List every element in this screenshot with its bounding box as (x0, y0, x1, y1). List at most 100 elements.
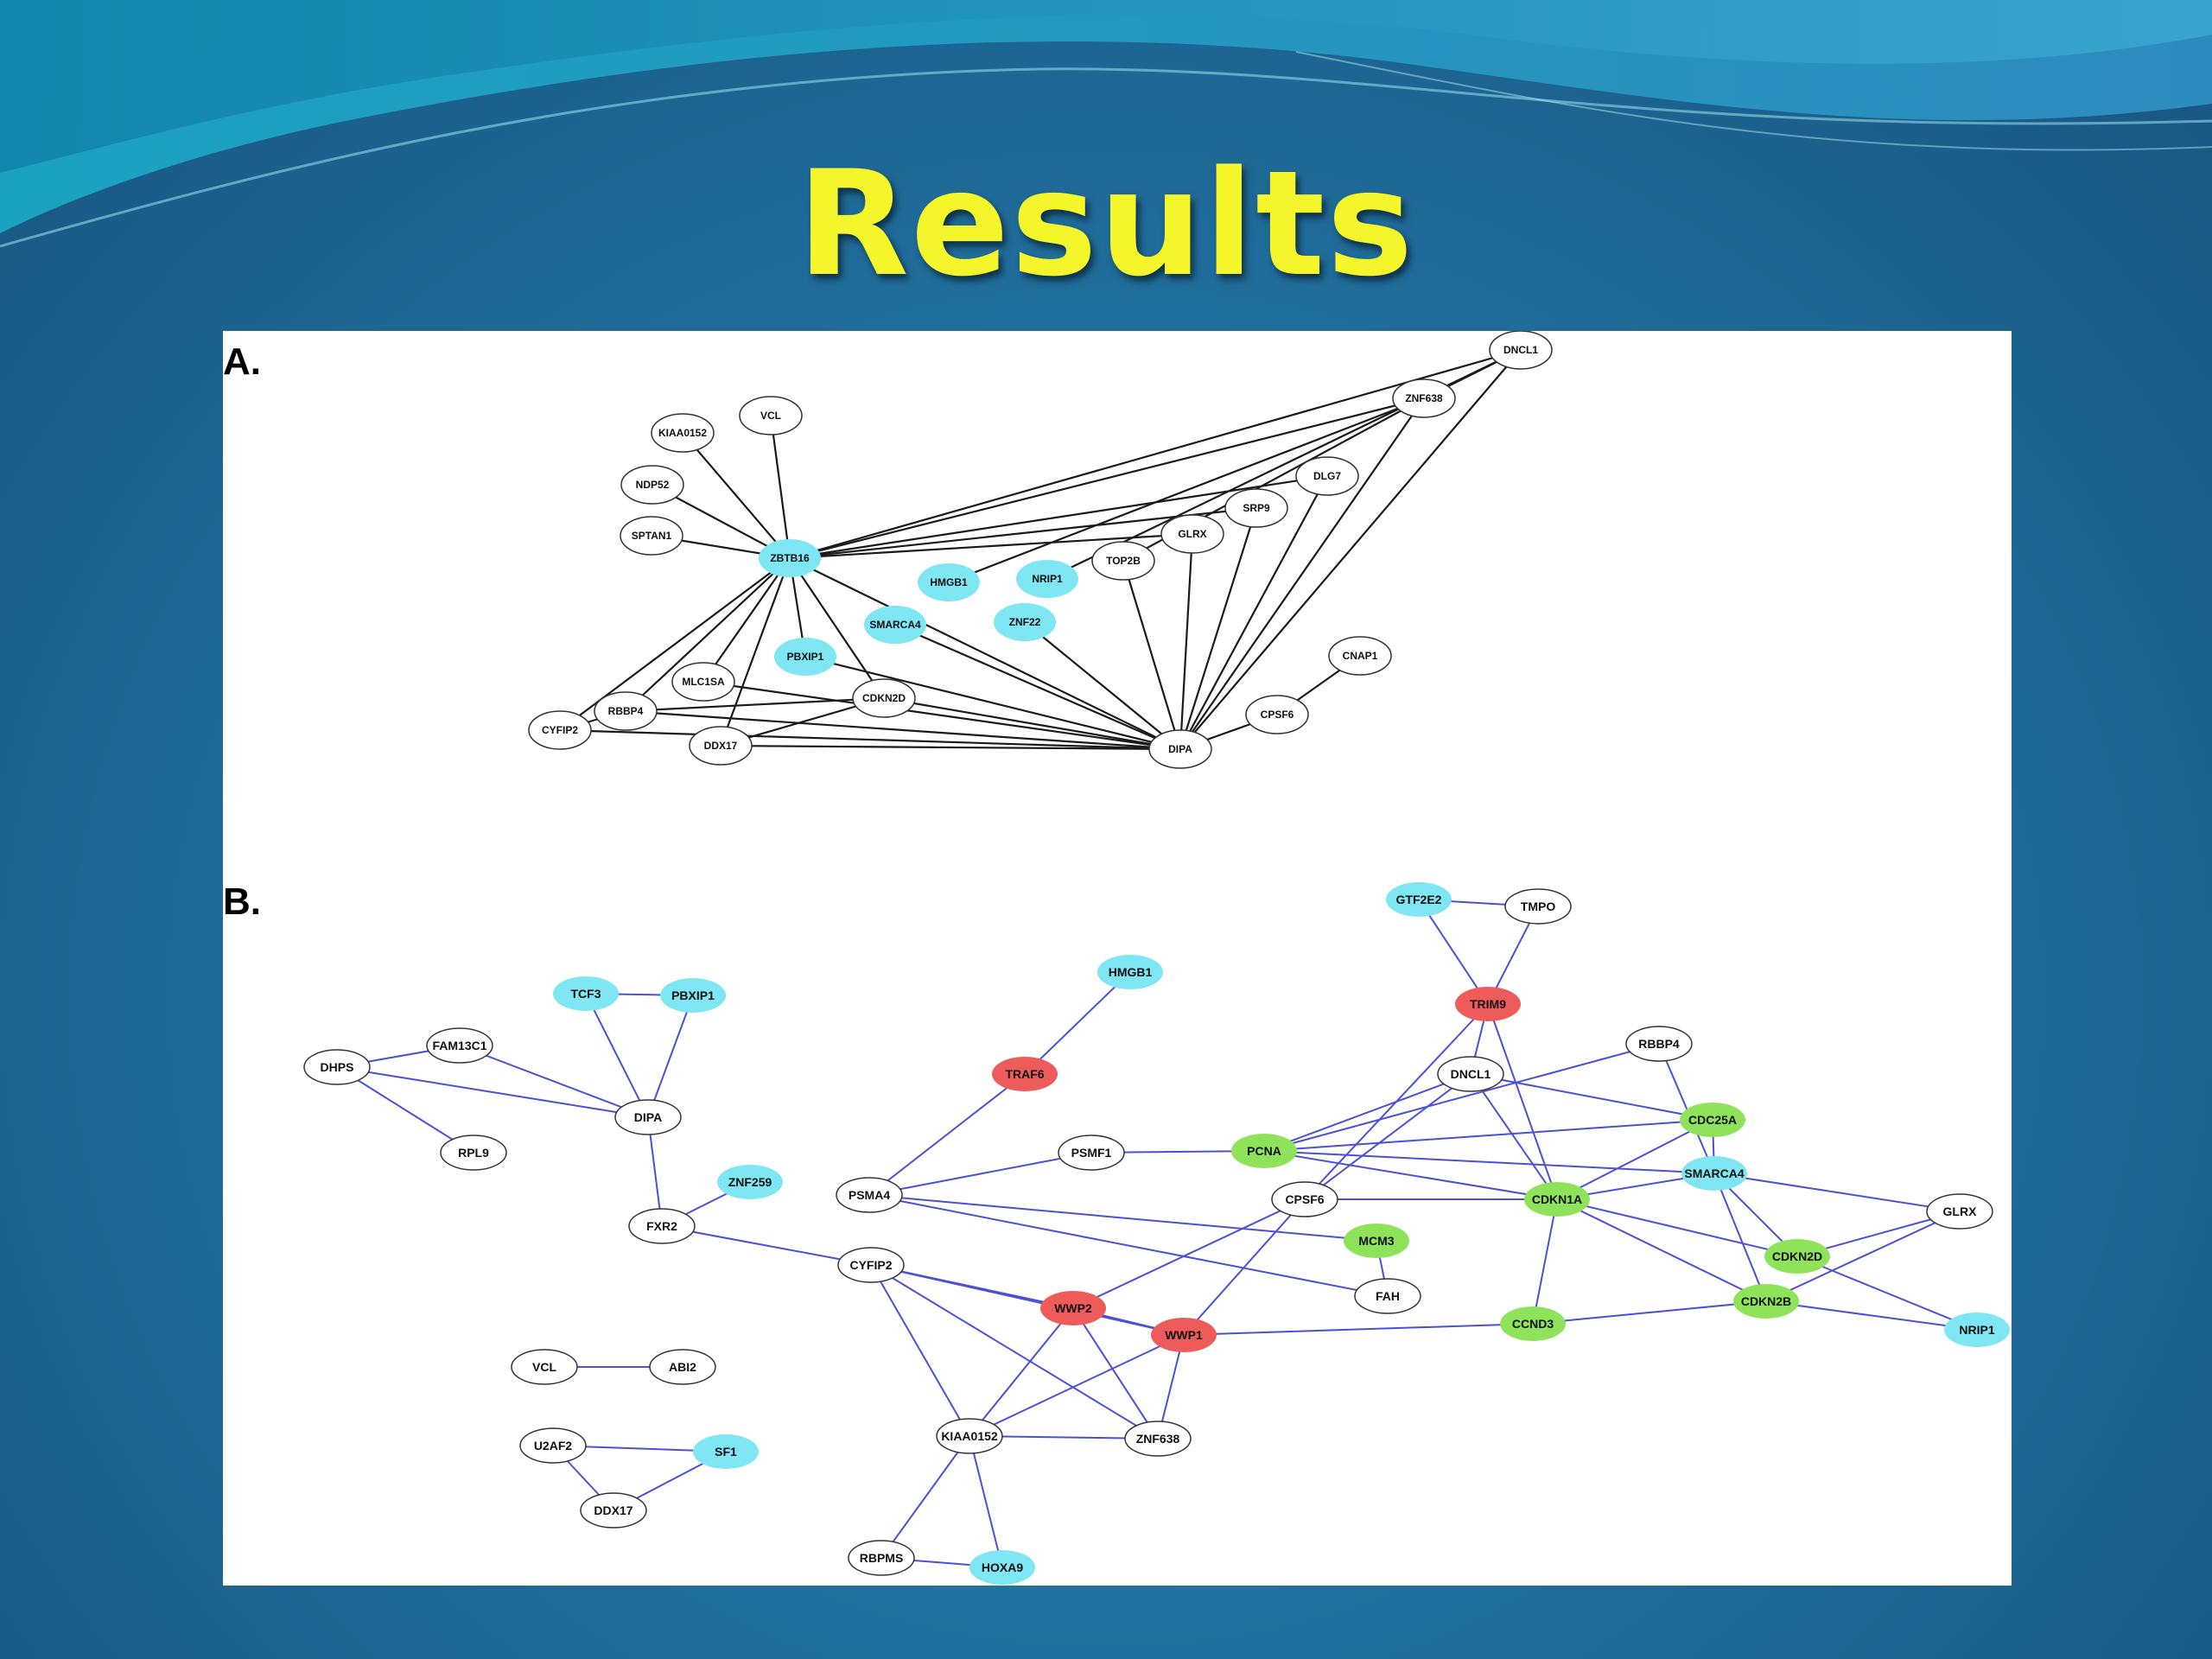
panel-b-node-shape (519, 1427, 587, 1464)
panel-b-node-shape (1231, 1134, 1297, 1168)
panel-b-node-smarca4: SMARCA4 (1681, 1156, 1747, 1191)
panel-a-node-label: ZNF22 (1009, 616, 1041, 628)
panel-b-node-shape (511, 1349, 578, 1385)
panel-a-node-shape (620, 465, 684, 505)
panel-a-nodes: DNCL1ZNF638KIAA0152VCLNDP52SPTAN1ZBTB16D… (528, 331, 1553, 769)
panel-a-node-cnap1: CNAP1 (1328, 636, 1392, 676)
panel-a-node-top2b: TOP2B (1091, 541, 1155, 581)
panel-b-node-glrx: GLRX (1926, 1193, 1993, 1230)
panel-b-node-shape (848, 1540, 915, 1576)
panel-b-edge-pcna-smarca4 (1263, 1150, 1715, 1174)
panel-b-node-label: CDKN1A (1532, 1192, 1582, 1206)
panel-b-node-label: ZNF259 (728, 1175, 772, 1189)
panel-b-edges (336, 899, 1978, 1568)
panel-b-edge-pcna-cdkn1a (1263, 1150, 1558, 1200)
panel-b-edge-cdkn2b-nrip1 (1765, 1300, 1978, 1331)
panel-b-edge-gtf2e2-trim9 (1418, 899, 1489, 1005)
panel-b-node-psma4: PSMA4 (836, 1177, 903, 1213)
panel-a-edge-cdkn2d-rbbp4 (625, 696, 885, 713)
panel-a-node-label: SRP9 (1243, 502, 1270, 514)
panel-a-node-label: DIPA (1168, 743, 1192, 755)
panel-b-node-shape (1733, 1284, 1799, 1319)
panel-b-node-shape (1040, 1291, 1106, 1325)
panel-a-node-kiaa0152: KIAA0152 (651, 413, 715, 453)
panel-a-node-rbbp4: RBBP4 (594, 691, 658, 731)
panel-b-edge-tcf3-dipa (585, 993, 649, 1118)
panel-b-node-label: CYFIP2 (849, 1258, 892, 1272)
panel-a-node-dncl1: DNCL1 (1489, 331, 1553, 370)
panel-a-node-glrx: GLRX (1160, 514, 1224, 554)
panel-a-edge-znf638-hmgb1 (948, 397, 1425, 584)
panel-b-node-label: FAM13C1 (432, 1039, 486, 1052)
panel-b-node-trim9: TRIM9 (1455, 987, 1521, 1021)
panel-b-node-label: PCNA (1247, 1144, 1281, 1158)
panel-b-node-shape (1271, 1181, 1338, 1217)
panel-a-node-shape (918, 563, 980, 601)
panel-b-node-label: PSMA4 (849, 1188, 890, 1202)
panel-b-node-label: DNCL1 (1451, 1067, 1491, 1081)
panel-a-edge-zbtb16-kiaa0152 (682, 432, 791, 559)
panel-b-edge-cdkn2d-nrip1 (1796, 1255, 1978, 1331)
network-diagram: A. DNCL1ZNF638KIAA0152VCLNDP52SPTAN1ZBTB… (223, 331, 2010, 1585)
panel-a-node-label: GLRX (1178, 528, 1206, 540)
panel-b-edge-dhps-rpl9 (336, 1066, 474, 1154)
panel-a-node-shape (594, 691, 658, 731)
panel-a-node-label: SPTAN1 (632, 530, 672, 542)
panel-b-edge-wwp2-znf638 (1072, 1307, 1159, 1440)
panel-b-node-hmgb1: HMGB1 (1097, 955, 1163, 989)
panel-b-node-shape (1500, 1306, 1566, 1341)
panel-b-node-label: HOXA9 (982, 1560, 1023, 1574)
panel-a-edge-cyfip2-dipa (559, 728, 1181, 751)
panel-b-node-label: U2AF2 (534, 1439, 573, 1452)
panel-b-edge-dncl1-cdc25a (1470, 1073, 1713, 1121)
panel-b-node-wwp2: WWP2 (1040, 1291, 1106, 1325)
panel-a-node-shape (1392, 378, 1456, 418)
panel-b-node-label: RPL9 (458, 1146, 489, 1160)
panel-b-edge-pcna-cdc25a (1263, 1119, 1713, 1152)
panel-a-node-mlc1sa: MLC1SA (671, 662, 735, 702)
panel-a-node-label: RBBP4 (608, 705, 644, 717)
panel-b-node-traf6: TRAF6 (992, 1057, 1058, 1091)
panel-b-node-znf638: ZNF638 (1124, 1421, 1192, 1457)
panel-b-node-shape (1354, 1278, 1421, 1314)
panel-b-node-shape (936, 1418, 1003, 1454)
panel-b-node-label: KIAA0152 (941, 1429, 998, 1443)
panel-b-node-label: HMGB1 (1109, 965, 1153, 979)
panel-b-edge-trim9-cdkn1a (1487, 1003, 1558, 1200)
panel-b-node-rbbp4: RBBP4 (1625, 1026, 1693, 1062)
panel-b-node-label: WWP2 (1054, 1301, 1092, 1315)
panel-b-node-shape (837, 1247, 905, 1283)
panel-b-node-label: GTF2E2 (1396, 893, 1442, 906)
panel-b-edge-fam13c1-dipa (459, 1045, 649, 1118)
panel-b-edge-pbxip1-dipa (647, 995, 694, 1118)
panel-b-node-fam13c1: FAM13C1 (426, 1027, 493, 1064)
panel-a-node-label: PBXIP1 (787, 651, 824, 663)
panel-a-node-shape (620, 516, 683, 556)
panel-b-node-label: CPSF6 (1285, 1192, 1324, 1206)
panel-a-node-label: CYFIP2 (542, 724, 578, 736)
panel-b-edge-cyfip2-wwp1 (870, 1264, 1185, 1336)
panel-b-node-shape (614, 1099, 682, 1135)
panel-b-node-cdkn1a: CDKN1A (1524, 1182, 1590, 1217)
panel-b-node-label: VCL (532, 1360, 556, 1374)
panel-b-node-shape (693, 1434, 759, 1469)
panel-a-node-shape (1489, 331, 1553, 370)
panel-b-node-shape (1344, 1224, 1409, 1258)
panel-b-node-fxr2: FXR2 (628, 1208, 696, 1244)
panel-b-edge-cdkn1a-cdkn2d (1556, 1198, 1798, 1257)
panel-b-node-label: GLRX (1943, 1205, 1978, 1218)
panel-b-node-cpsf6: CPSF6 (1271, 1181, 1338, 1217)
panel-b-node-label: WWP1 (1165, 1328, 1203, 1342)
panel-a-node-label: NDP52 (636, 479, 670, 491)
panel-a-node-dipa: DIPA (1148, 729, 1212, 769)
panel-a-edge-zbtb16-cdkn2d (789, 557, 885, 699)
panel-a-edge-mlc1sa-dipa (702, 680, 1181, 751)
panel-b-node-label: RBPMS (860, 1551, 904, 1565)
panel-a-node-label: MLC1SA (682, 676, 725, 688)
panel-b-node-shape (1504, 888, 1572, 925)
panel-a-node-label: TOP2B (1106, 555, 1141, 567)
panel-b-edge-cdkn1a-cdc25a (1556, 1119, 1713, 1200)
panel-a-node-label: CNAP1 (1343, 650, 1378, 662)
panel-a-edge-znf22-dipa (1024, 621, 1181, 750)
